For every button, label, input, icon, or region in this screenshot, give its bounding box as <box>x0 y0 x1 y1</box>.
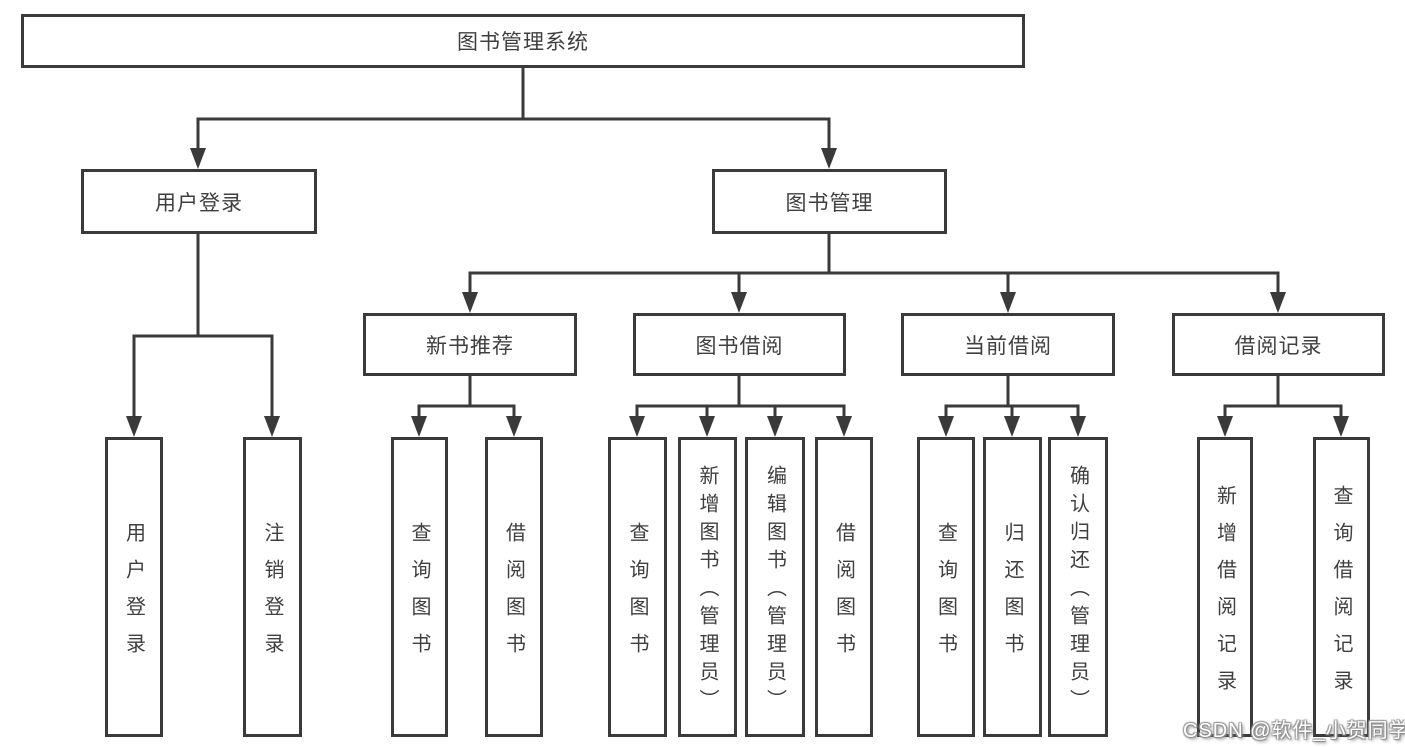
node-book-management-label: 图书管理 <box>785 191 874 215</box>
leaf-query-borrow-record: 查询借阅记录 <box>1313 437 1370 737</box>
node-new-book-recommend-label: 新书推荐 <box>426 334 514 358</box>
leaf-user-login: 用户登录 <box>105 437 163 737</box>
leaf-query-books-borrow: 查询图书 <box>608 437 667 737</box>
leaf-confirm-return-admin: 确认归还（管理员） <box>1048 437 1108 737</box>
node-current-borrow: 当前借阅 <box>901 313 1115 376</box>
node-root-label: 图书管理系统 <box>457 31 589 54</box>
node-user-login-label: 用户登录 <box>155 191 243 215</box>
leaf-return-books: 归还图书 <box>983 437 1042 737</box>
leaf-add-books-admin: 新增图书（管理员） <box>678 437 737 737</box>
node-borrow-records: 借阅记录 <box>1172 313 1385 376</box>
node-root: 图书管理系统 <box>21 14 1025 68</box>
leaf-query-books-recommend: 查询图书 <box>391 437 448 737</box>
node-book-borrow: 图书借阅 <box>633 313 846 376</box>
leaf-logout: 注销登录 <box>243 437 302 737</box>
node-borrow-records-label: 借阅记录 <box>1234 334 1323 358</box>
node-current-borrow-label: 当前借阅 <box>964 334 1052 358</box>
leaf-borrow-books-recommend: 借阅图书 <box>485 437 543 737</box>
node-book-borrow-label: 图书借阅 <box>695 334 784 358</box>
leaf-borrow-books: 借阅图书 <box>815 437 873 737</box>
csdn-watermark: CSDN @软件_小贺同学 <box>1183 720 1405 742</box>
node-new-book-recommend: 新书推荐 <box>363 313 577 376</box>
leaf-query-books-current: 查询图书 <box>917 437 975 737</box>
node-user-login: 用户登录 <box>81 169 317 234</box>
node-book-management: 图书管理 <box>712 169 947 234</box>
leaf-add-borrow-record: 新增借阅记录 <box>1197 437 1253 737</box>
leaf-edit-books-admin: 编辑图书（管理员） <box>745 437 805 737</box>
